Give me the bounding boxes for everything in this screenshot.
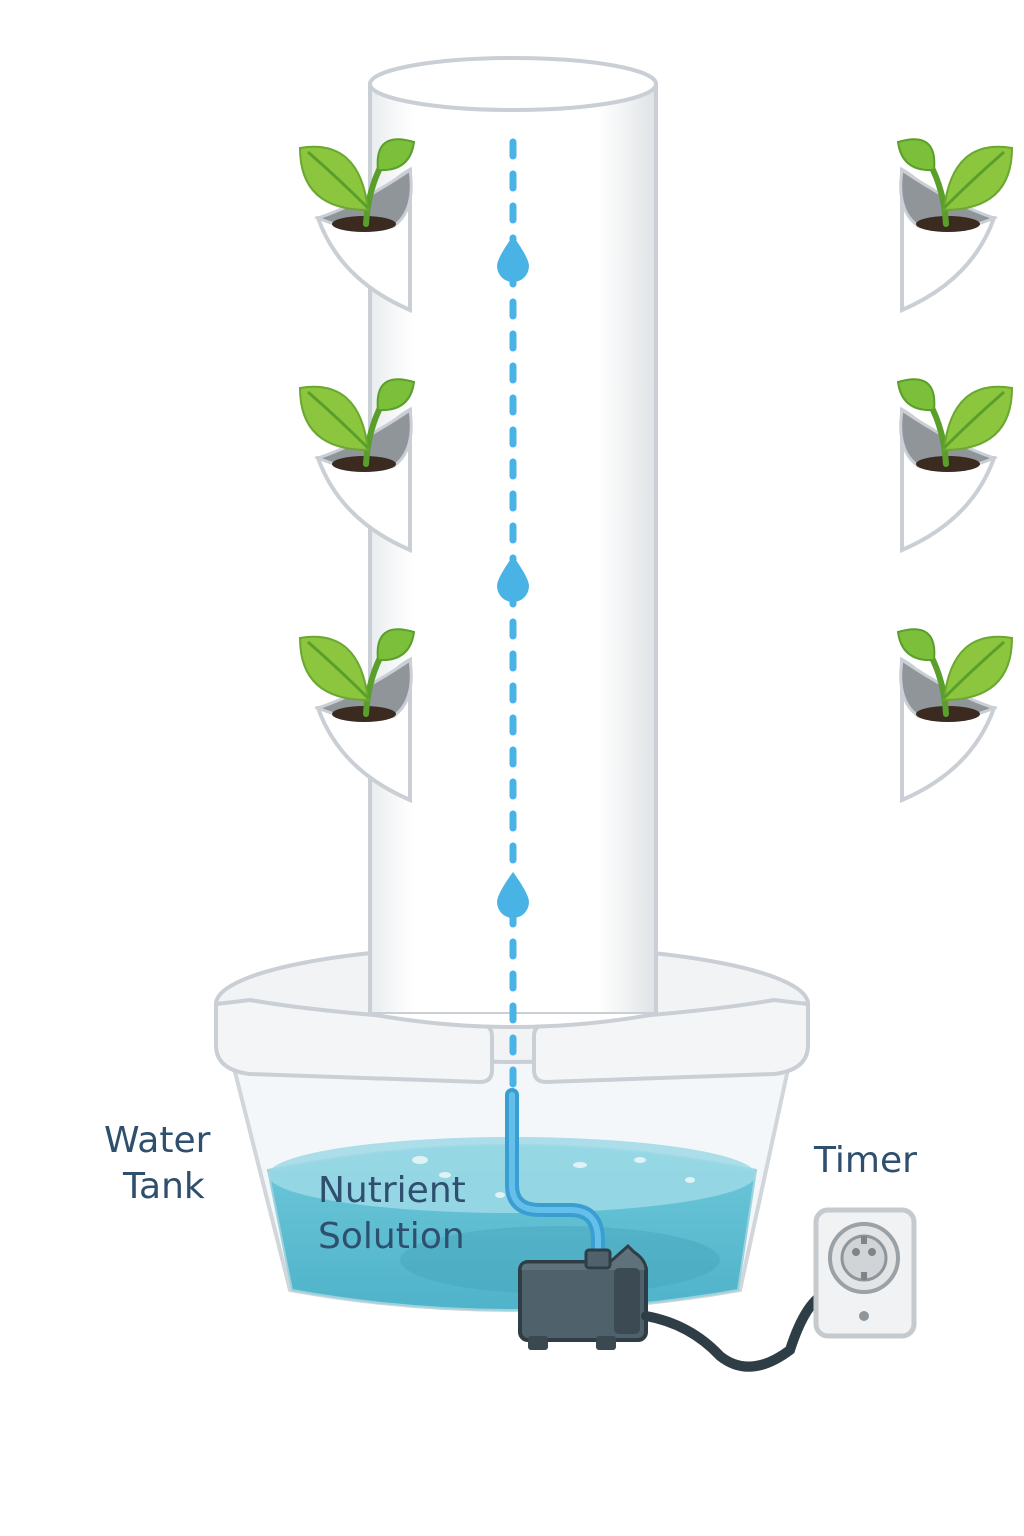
water-drop-icon [497,236,529,282]
plant-pocket [896,378,1014,554]
plant-pocket [298,628,416,804]
power-cord [641,1287,833,1372]
tank-lid [214,944,810,1085]
seedling-icon [896,378,1014,452]
water-bubbles [412,1156,695,1198]
feed-pipe [505,1088,605,1277]
plant-pocket [298,378,416,554]
plant-pocket [896,138,1014,314]
seedling-icon [298,138,416,212]
water-tank-label-line2: Tank [122,1166,205,1207]
water-tank-label-line1: Water [104,1120,211,1161]
water-drop-icon [497,872,529,918]
plant-pocket [298,138,416,314]
nutrient-solution-label-line2: Solution [318,1216,465,1257]
timer-label: Timer [813,1140,917,1181]
pump-icon [518,1243,648,1350]
plant-pocket [896,628,1014,804]
seedling-icon [896,138,1014,212]
seedling-icon [896,628,1014,702]
nutrient-solution-label-line1: Nutrient [318,1170,466,1211]
nutrient-solution-label: Nutrient Solution [318,1170,477,1257]
water-drop-icon [497,556,529,602]
seedling-icon [298,628,416,702]
outlet-timer-icon [813,1207,917,1339]
water-flow-line [497,138,529,1094]
tower-top [368,56,658,112]
water-tank-label: Water Tank [104,1120,222,1207]
plant-pockets [298,138,1014,804]
seedling-icon [298,378,416,452]
